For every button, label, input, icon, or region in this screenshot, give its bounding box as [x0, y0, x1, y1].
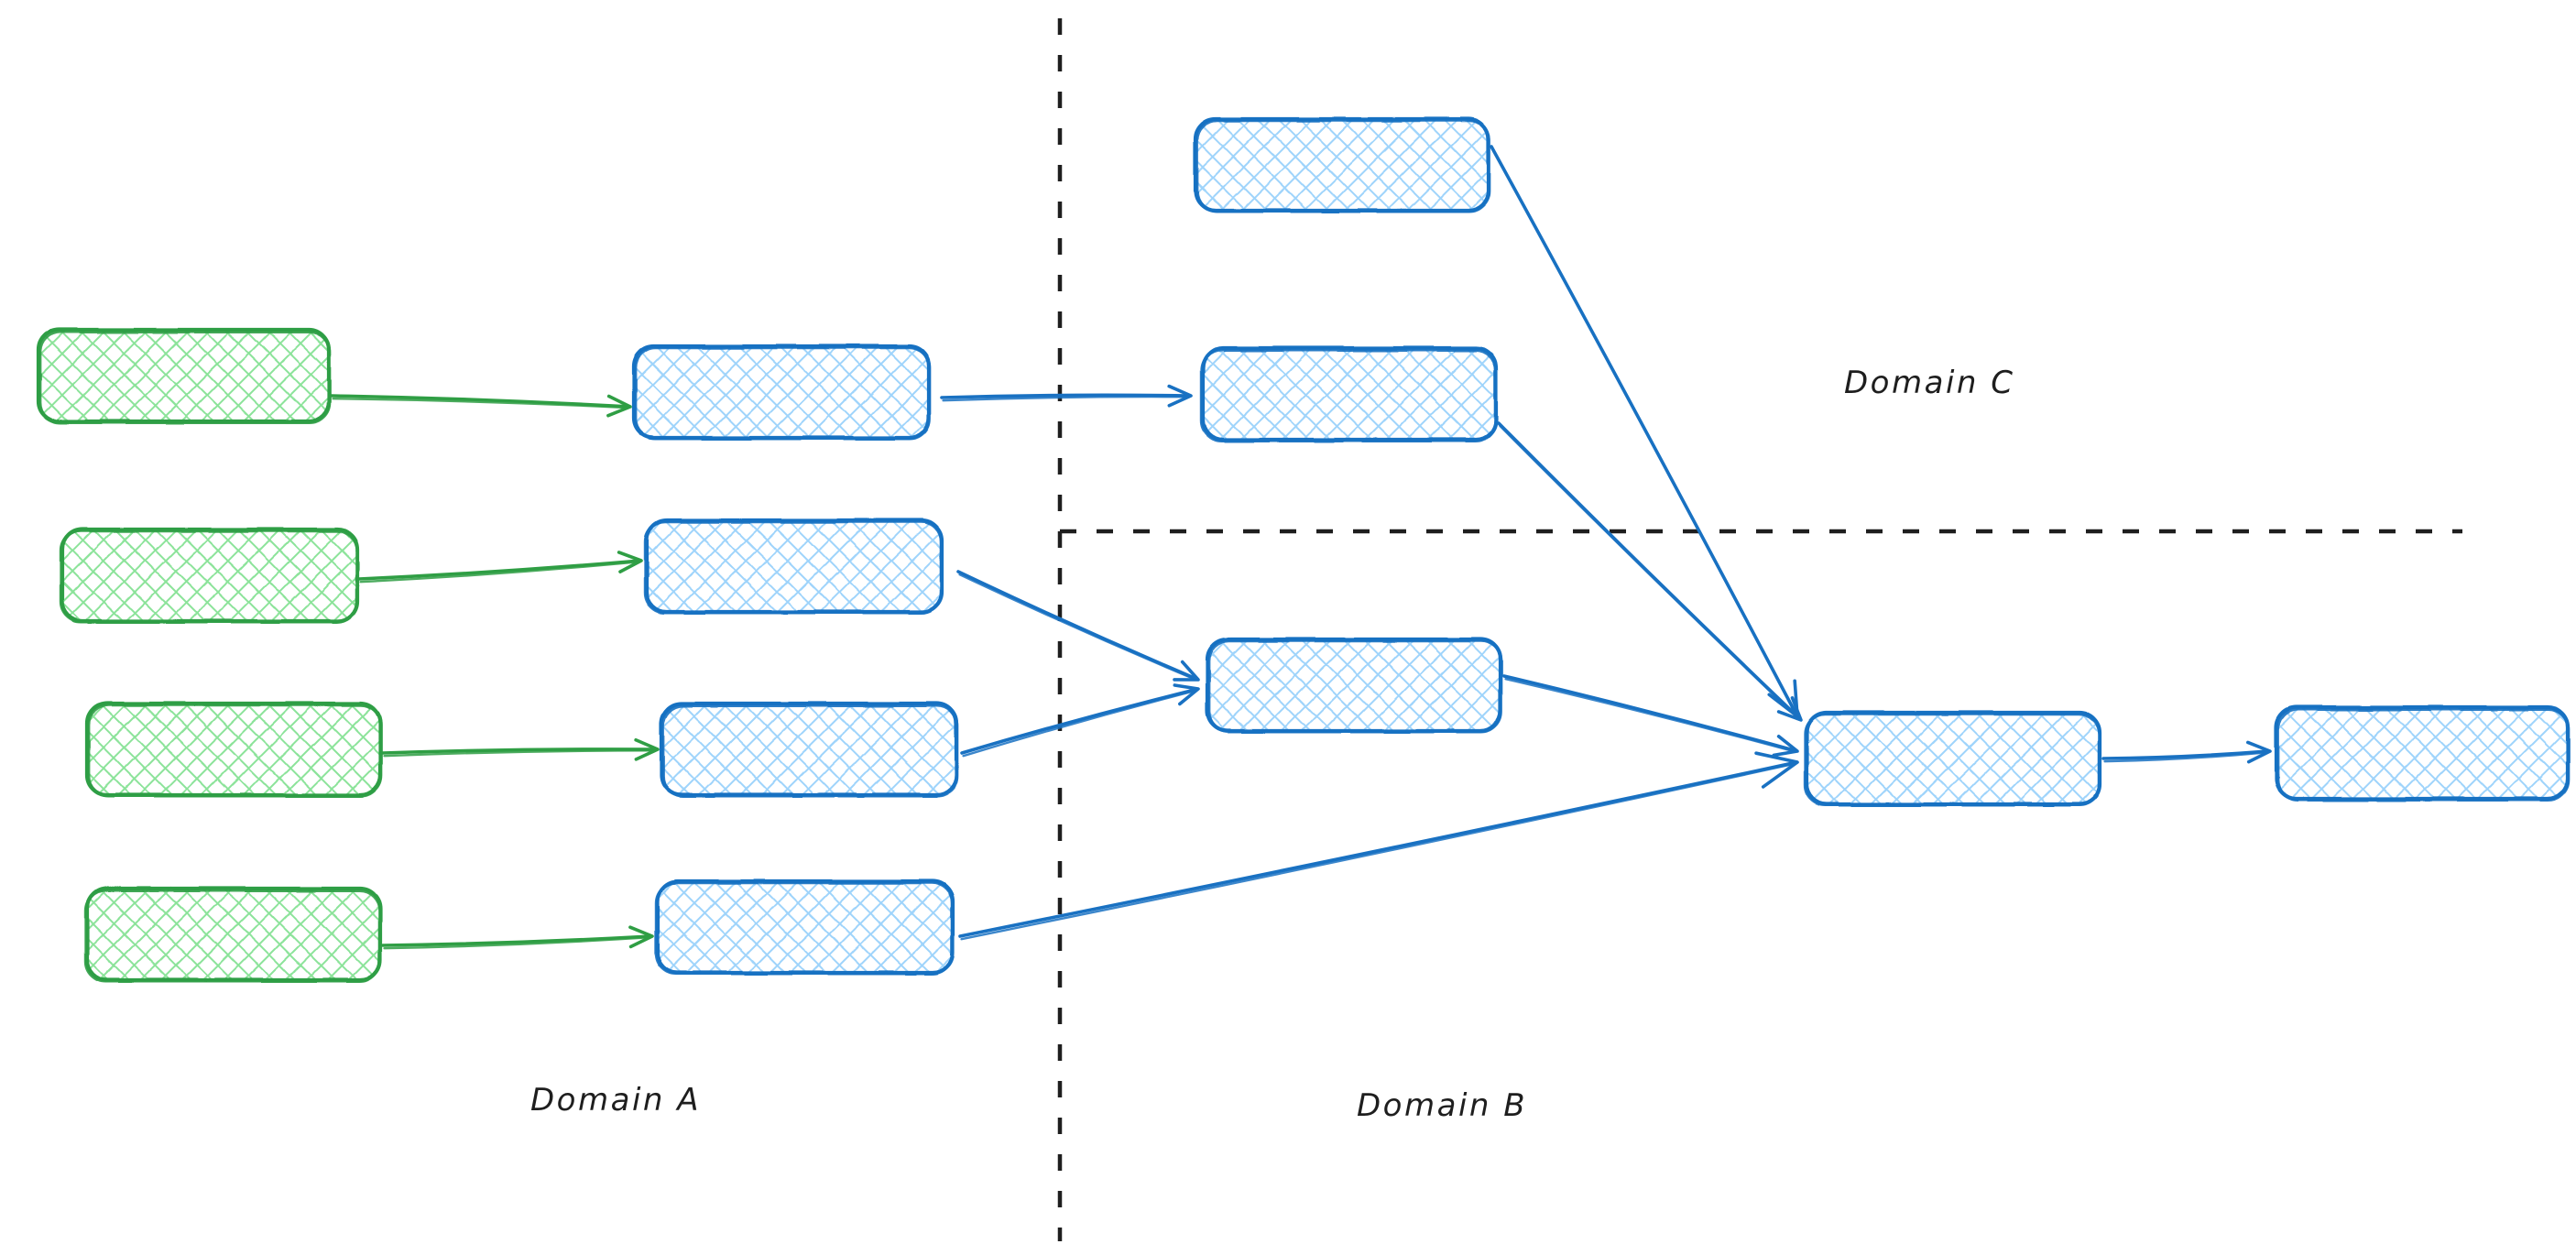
node-outline-echo — [2276, 707, 2571, 802]
edge-shaft — [940, 393, 1189, 399]
edge-shaft — [958, 761, 1796, 938]
edge-shaft-echo — [942, 395, 1189, 402]
node-a4[interactable] — [83, 886, 383, 984]
node-fill — [1806, 713, 2100, 804]
node-outline-echo — [1207, 638, 1503, 734]
domain-label-domain-b: Domain B — [1357, 1087, 1527, 1124]
edge-shaft-echo — [383, 936, 650, 950]
edge-e-c1-d1 — [1490, 145, 1799, 718]
arrowhead-icon — [1173, 660, 1200, 682]
node-layer — [36, 116, 2571, 984]
node-outline-echo — [1199, 348, 1497, 443]
edge-shaft — [960, 688, 1196, 755]
node-c3[interactable] — [1205, 637, 1503, 734]
node-outline-echo — [1195, 119, 1491, 213]
arrowhead-icon — [617, 551, 643, 573]
node-d2[interactable] — [2274, 704, 2571, 802]
node-outline-echo — [59, 529, 358, 624]
node-a2[interactable] — [59, 527, 360, 624]
domain-label-layer: Domain A Domain B Domain C — [530, 365, 2014, 1124]
node-outline-echo — [661, 704, 959, 799]
edge-shaft — [381, 934, 650, 947]
edge-shaft-echo — [962, 690, 1196, 758]
node-fill — [2276, 707, 2568, 799]
arrowhead-icon — [1772, 735, 1799, 758]
edge-shaft-echo — [1491, 148, 1797, 715]
arrowhead-icon — [1167, 384, 1193, 408]
edge-shaft — [1502, 674, 1796, 752]
divider-layer — [1057, 18, 2462, 1241]
edge-shaft — [2101, 749, 2268, 760]
edge-e-c3-d1 — [1502, 674, 1799, 758]
edge-shaft-echo — [1504, 678, 1796, 753]
node-outline-echo — [38, 330, 332, 425]
domain-label-domain-c: Domain C — [1844, 365, 2014, 401]
edge-e-b1-c2 — [940, 384, 1193, 408]
edge-shaft — [956, 570, 1197, 681]
arrowhead-icon — [1776, 696, 1803, 722]
edge-e-b2-c3 — [956, 570, 1200, 682]
node-b2[interactable] — [643, 518, 944, 615]
edge-shaft-echo — [1499, 425, 1800, 720]
node-fill — [634, 346, 929, 438]
edge-e-a4-b4 — [381, 925, 654, 950]
node-outline-echo — [654, 880, 954, 976]
node-c2[interactable] — [1199, 345, 1499, 443]
edge-shaft-echo — [383, 749, 656, 758]
node-a1[interactable] — [36, 327, 332, 425]
node-fill — [661, 704, 956, 795]
arrowhead-icon — [2246, 740, 2272, 764]
node-fill — [1195, 119, 1489, 211]
edge-shaft — [330, 394, 628, 409]
edge-shaft-echo — [2103, 751, 2268, 763]
edge-shaft-echo — [359, 561, 639, 584]
node-fill — [87, 889, 380, 980]
node-fill — [647, 520, 942, 612]
node-outline-echo — [643, 519, 943, 615]
node-outline-echo — [83, 889, 381, 984]
edge-e-a3-b3 — [381, 737, 660, 761]
node-fill — [62, 529, 357, 621]
node-fill — [87, 704, 380, 795]
domain-label-domain-a: Domain A — [530, 1082, 701, 1119]
edge-layer — [330, 145, 2272, 950]
node-c1[interactable] — [1193, 116, 1491, 213]
edge-e-a2-b2 — [357, 551, 643, 584]
edge-shaft — [357, 559, 639, 581]
edge-shaft — [1497, 421, 1800, 719]
node-d1[interactable] — [1803, 710, 2102, 807]
arrowhead-icon — [628, 925, 654, 949]
edge-shaft — [381, 748, 656, 755]
node-b4[interactable] — [654, 878, 955, 976]
edge-e-a1-b1 — [330, 394, 632, 418]
edge-e-b4-d1 — [958, 751, 1799, 941]
edge-shaft-echo — [960, 762, 1796, 941]
node-b1[interactable] — [631, 344, 932, 441]
edge-e-c2-d1 — [1497, 421, 1803, 722]
edge-shaft-echo — [958, 573, 1196, 681]
node-fill — [1203, 348, 1496, 440]
arrowhead-icon — [1754, 751, 1799, 789]
node-fill — [658, 881, 953, 973]
node-outline-echo — [1803, 712, 2101, 807]
node-outline-echo — [87, 703, 383, 798]
edge-e-d1-d2 — [2101, 740, 2272, 764]
arrowhead-icon — [1173, 683, 1200, 706]
arrowhead-icon — [634, 737, 660, 761]
arrowhead-icon — [606, 394, 632, 418]
node-b3[interactable] — [659, 701, 959, 799]
node-fill — [38, 330, 329, 421]
node-a3[interactable] — [84, 701, 383, 798]
node-fill — [1207, 639, 1501, 731]
node-outline-echo — [634, 346, 932, 441]
edge-shaft-echo — [332, 398, 628, 409]
edge-e-b3-c3 — [960, 683, 1200, 758]
